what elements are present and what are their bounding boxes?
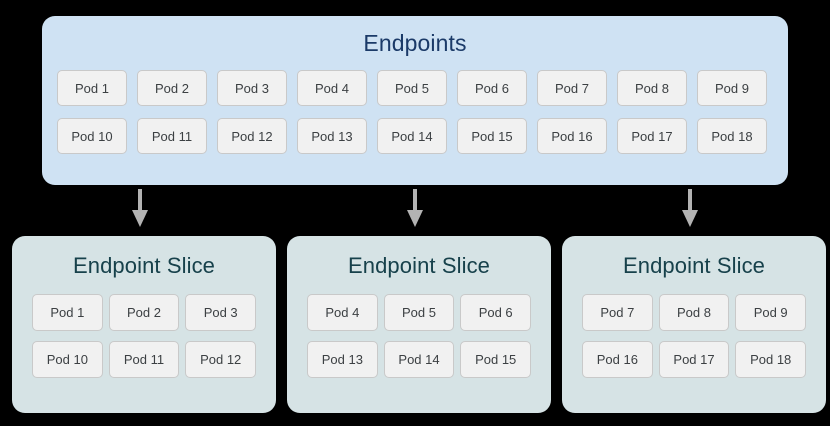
endpoint-slice-title: Endpoint Slice	[72, 253, 216, 278]
arrow-down-icon	[407, 189, 423, 227]
endpoint-slice-pod-grid: Pod 7 Pod 8 Pod 9 Pod 16 Pod 17 Pod 18	[582, 294, 807, 378]
pod-box[interactable]: Pod 9	[697, 70, 767, 106]
pod-box[interactable]: Pod 10	[57, 118, 127, 154]
pod-box[interactable]: Pod 2	[137, 70, 207, 106]
endpoint-slice-pod-grid: Pod 4 Pod 5 Pod 6 Pod 13 Pod 14 Pod 15	[307, 294, 532, 378]
endpoint-slice-title: Endpoint Slice	[347, 253, 491, 278]
pod-box[interactable]: Pod 7	[582, 294, 653, 331]
pod-box[interactable]: Pod 2	[108, 294, 180, 331]
pod-box[interactable]: Pod 18	[697, 118, 767, 154]
pod-box[interactable]: Pod 12	[185, 341, 257, 378]
endpoint-slice-pod-row-1: Pod 4 Pod 5 Pod 6	[307, 294, 532, 331]
endpoints-pod-row-2: Pod 10 Pod 11 Pod 12 Pod 13 Pod 14 Pod 1…	[57, 118, 773, 154]
endpoint-slice-pod-row-2: Pod 10 Pod 11 Pod 12	[32, 341, 257, 378]
endpoint-slice-container-3: Endpoint Slice Pod 7 Pod 8 Pod 9 Pod 16 …	[562, 236, 826, 413]
pod-box[interactable]: Pod 4	[297, 70, 367, 106]
pod-box[interactable]: Pod 14	[383, 341, 455, 378]
endpoints-pod-row-1: Pod 1 Pod 2 Pod 3 Pod 4 Pod 5 Pod 6 Pod …	[57, 70, 773, 106]
endpoint-slice-pod-row-2: Pod 13 Pod 14 Pod 15	[307, 341, 532, 378]
pod-box[interactable]: Pod 8	[617, 70, 687, 106]
arrow-down-icon	[682, 189, 698, 227]
endpoint-slice-pod-row-1: Pod 1 Pod 2 Pod 3	[32, 294, 257, 331]
pod-box[interactable]: Pod 7	[537, 70, 607, 106]
pod-box[interactable]: Pod 3	[185, 294, 257, 331]
pod-box[interactable]: Pod 10	[32, 341, 103, 378]
pod-box[interactable]: Pod 16	[537, 118, 607, 154]
pod-box[interactable]: Pod 6	[460, 294, 532, 331]
pod-box[interactable]: Pod 5	[377, 70, 447, 106]
pod-box[interactable]: Pod 18	[735, 341, 807, 378]
pod-box[interactable]: Pod 13	[297, 118, 367, 154]
pod-box[interactable]: Pod 12	[217, 118, 287, 154]
arrow-down-icon	[132, 189, 148, 227]
endpoint-slice-title: Endpoint Slice	[622, 253, 766, 278]
pod-box[interactable]: Pod 3	[217, 70, 287, 106]
pod-box[interactable]: Pod 17	[617, 118, 687, 154]
endpoint-slice-pod-row-2: Pod 16 Pod 17 Pod 18	[582, 341, 807, 378]
pod-box[interactable]: Pod 15	[460, 341, 532, 378]
pod-box[interactable]: Pod 9	[735, 294, 807, 331]
endpoint-slice-container-1: Endpoint Slice Pod 1 Pod 2 Pod 3 Pod 10 …	[12, 236, 276, 413]
pod-box[interactable]: Pod 4	[307, 294, 378, 331]
endpoint-slice-pod-row-1: Pod 7 Pod 8 Pod 9	[582, 294, 807, 331]
endpoint-slice-pod-grid: Pod 1 Pod 2 Pod 3 Pod 10 Pod 11 Pod 12	[32, 294, 257, 378]
pod-box[interactable]: Pod 17	[658, 341, 730, 378]
pod-box[interactable]: Pod 11	[108, 341, 180, 378]
pod-box[interactable]: Pod 5	[383, 294, 455, 331]
pod-box[interactable]: Pod 15	[457, 118, 527, 154]
endpoints-title: Endpoints	[363, 30, 467, 56]
pod-box[interactable]: Pod 1	[32, 294, 103, 331]
endpoint-slice-container-2: Endpoint Slice Pod 4 Pod 5 Pod 6 Pod 13 …	[287, 236, 551, 413]
pod-box[interactable]: Pod 6	[457, 70, 527, 106]
pod-box[interactable]: Pod 14	[377, 118, 447, 154]
endpoints-container: Endpoints Pod 1 Pod 2 Pod 3 Pod 4 Pod 5 …	[42, 16, 788, 185]
pod-box[interactable]: Pod 1	[57, 70, 127, 106]
endpoints-pod-grid: Pod 1 Pod 2 Pod 3 Pod 4 Pod 5 Pod 6 Pod …	[57, 70, 773, 154]
pod-box[interactable]: Pod 11	[137, 118, 207, 154]
pod-box[interactable]: Pod 13	[307, 341, 378, 378]
pod-box[interactable]: Pod 8	[658, 294, 730, 331]
pod-box[interactable]: Pod 16	[582, 341, 653, 378]
